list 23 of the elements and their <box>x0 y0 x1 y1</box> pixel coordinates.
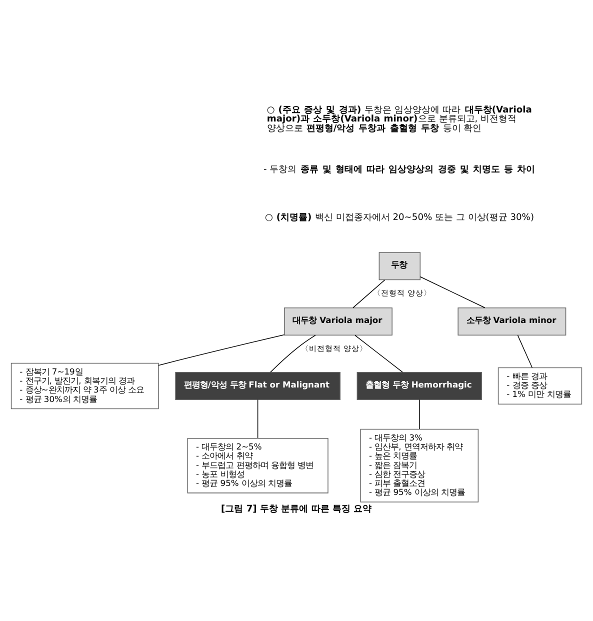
node-box: - 빠른 경과 - 경증 증상 - 1% 미만 치명률 <box>498 367 582 405</box>
connector <box>257 399 258 438</box>
label: ○ (주요 증상 및 경과) 두창은 임상양상에 따라 대두창(Variola major)과 소두창(Variola minor)으로 분류되고, 비전형적 양상으로 편평형/악성 두창과 출혈형 두창 등이 확인 <box>266 106 532 134</box>
connector <box>517 334 533 368</box>
node-box: 대두창 Variola major <box>284 307 392 336</box>
connector <box>158 334 285 366</box>
edge-label: 〈전형적 양상〉 <box>373 288 432 298</box>
label: - 두창의 종류 및 형태에 따라 임상양상의 경중 및 치명도 등 차이 <box>264 165 535 176</box>
node-box: - 잠복기 7~19일 - 전구기, 발진기, 회복기의 경과 - 증상~완치까지 약 3주 이상 소요 - 평균 30%의 치명률 <box>10 362 159 410</box>
edge-label: 〈비전형적 양상〉 <box>301 344 368 354</box>
connector <box>270 334 316 373</box>
label: ○ (치명률) 백신 미접종자에서 20~50% 또는 그 이상(평균 30%) <box>265 212 534 223</box>
node-box: - 대두창의 3% - 임산부, 면역저하자 취약 - 높은 치명률 - 짧은 잠복기 - 심한 전구증상 - 피부 출혈소견 - 평균 95% 이상의 치명률 <box>360 428 479 502</box>
node-box: 두창 <box>378 252 421 280</box>
connector <box>354 334 403 373</box>
connector <box>419 399 420 430</box>
node-box: - 대두창의 2~5% - 소아에서 취약 - 부드럽고 편평하며 융합형 병변 - 농포 비형성 - 평균 95% 이상의 치명률 <box>187 438 328 494</box>
caption: [그림 7] 두창 분류에 따른 특징 요약 <box>221 504 372 515</box>
node-box: 편평형/악성 두창 Flat or Malignant <box>175 372 340 400</box>
node-box: 출혈형 두창 Hemorrhagic <box>356 372 482 400</box>
connector <box>352 280 386 308</box>
node-box: 소두창 Variola minor <box>458 307 566 336</box>
connector <box>420 276 486 308</box>
